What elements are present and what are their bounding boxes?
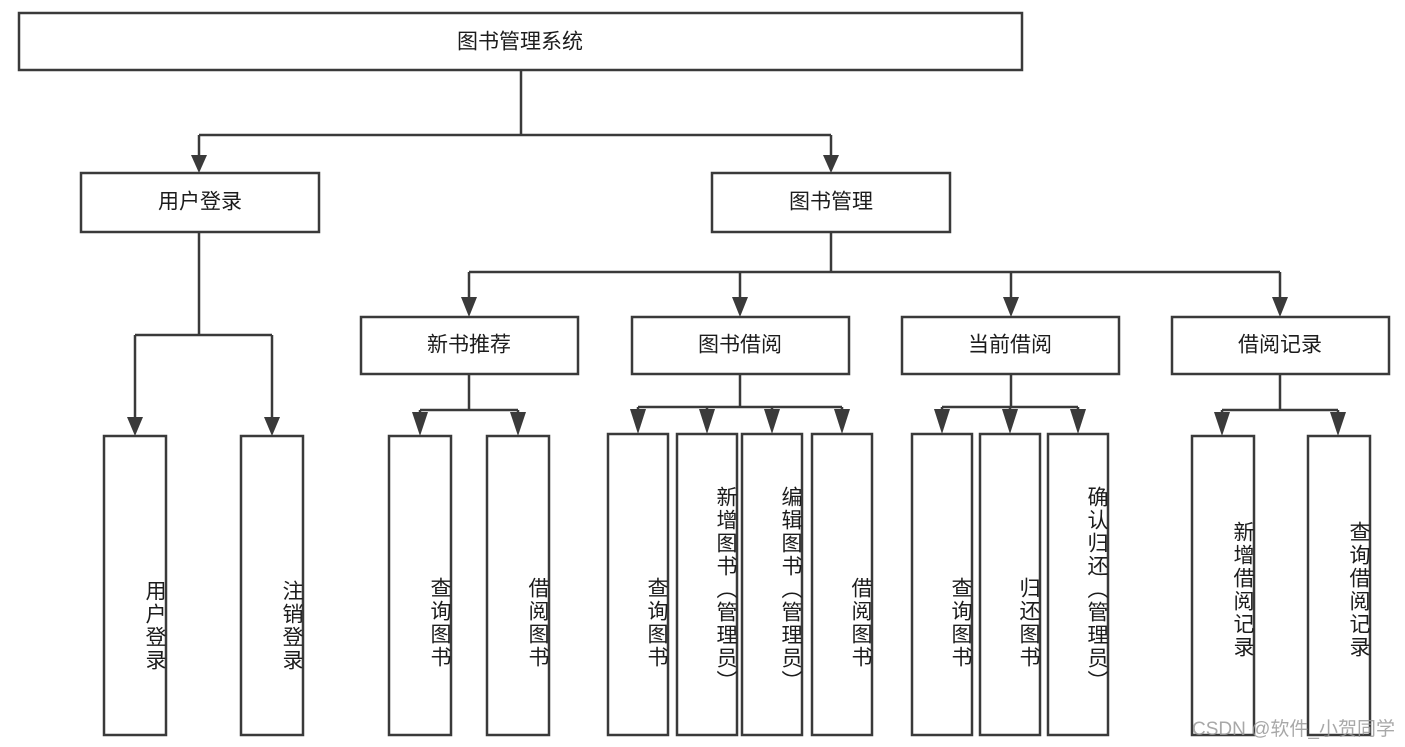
node-leaf-logout[interactable] (239, 434, 305, 737)
node-leaf-edit-book-admin[interactable] (740, 432, 804, 737)
arrow-head-leaf-logout (264, 417, 280, 436)
arrow-head-leaf-add-record (1214, 412, 1230, 436)
node-book-management-label: 图书管理 (789, 191, 873, 214)
arrow-head-leaf-confirm-return (1070, 409, 1086, 434)
arrow-head-leaf-edit-book (764, 409, 780, 434)
node-user-login[interactable] (79, 171, 321, 234)
node-leaf-query-book-recommend[interactable] (387, 434, 453, 737)
node-leaf-query-borrow-record[interactable] (1306, 434, 1372, 737)
node-leaf-return-book[interactable] (978, 432, 1042, 737)
connector-group-user-login-to-leaves (127, 232, 280, 436)
node-leaf-add-borrow-record[interactable] (1190, 434, 1256, 737)
node-leaf-query-book-borrow[interactable] (606, 432, 670, 737)
arrow-head-leaf-return-book (1002, 409, 1018, 434)
connector-group-root-to-level2 (191, 70, 839, 173)
arrow-head-leaf-borrow-book-1 (510, 412, 526, 436)
connector-group-book-mgmt-to-level3 (461, 232, 1288, 317)
node-borrow-record-label: 借阅记录 (1238, 334, 1322, 357)
arrow-head-book-borrow (732, 297, 748, 317)
connector-group-borrow-record-to-leaves (1214, 374, 1346, 436)
node-leaf-confirm-return-admin[interactable] (1046, 432, 1110, 737)
node-new-book-recommend[interactable] (359, 315, 580, 376)
connector-group-current-borrow-to-leaves (934, 374, 1086, 434)
node-book-borrow[interactable] (630, 315, 851, 376)
node-leaf-add-book-admin[interactable] (675, 432, 739, 737)
node-current-borrow-label: 当前借阅 (968, 334, 1052, 357)
watermark-text: CSDN @软件_小贺同学 (1192, 719, 1395, 740)
arrow-head-leaf-borrow-book-2 (834, 409, 850, 434)
arrow-head-current-borrow (1003, 297, 1019, 317)
arrow-head-leaf-query-book-2 (630, 409, 646, 434)
arrow-head-book-mgmt (823, 155, 839, 173)
node-root-system[interactable] (17, 11, 1024, 72)
node-leaf-borrow-book-recommend[interactable] (485, 434, 551, 737)
node-leaf-query-book-current[interactable] (910, 432, 974, 737)
arrow-head-user-login (191, 155, 207, 173)
node-borrow-record[interactable] (1170, 315, 1391, 376)
node-root-system-label: 图书管理系统 (457, 31, 583, 54)
node-leaf-borrow-book[interactable] (810, 432, 874, 737)
arrow-head-leaf-query-record (1330, 412, 1346, 436)
node-book-borrow-label: 图书借阅 (698, 334, 782, 357)
arrow-head-leaf-query-book-3 (934, 409, 950, 434)
node-book-management[interactable] (710, 171, 952, 234)
arrow-head-leaf-query-book-1 (412, 412, 428, 436)
node-user-login-label: 用户登录 (158, 191, 242, 214)
arrow-head-leaf-user-login (127, 417, 143, 436)
connector-group-new-book-recommend-to-leaves (412, 374, 526, 436)
arrow-head-new-book-recommend (461, 297, 477, 317)
arrow-head-leaf-add-book (699, 409, 715, 434)
node-new-book-recommend-label: 新书推荐 (427, 334, 511, 357)
node-leaf-user-login[interactable] (102, 434, 168, 737)
node-current-borrow[interactable] (900, 315, 1121, 376)
connector-group-book-borrow-to-leaves (630, 374, 850, 434)
arrow-head-borrow-record (1272, 297, 1288, 317)
